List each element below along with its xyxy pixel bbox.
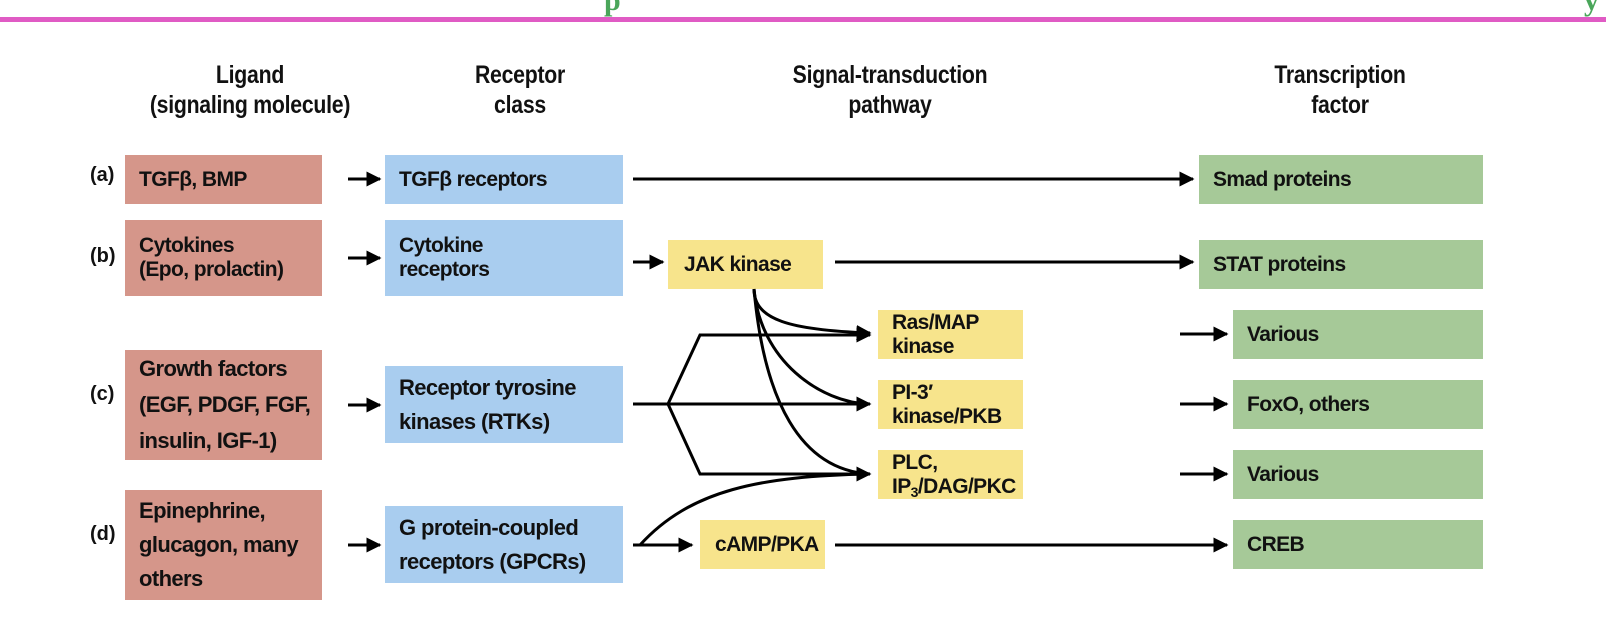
tf-text: FoxO, others (1247, 392, 1370, 416)
ligand-text: others (139, 566, 203, 591)
top-rule (0, 17, 1606, 22)
tf-text: STAT proteins (1213, 252, 1346, 276)
header-transcription-factor: Transcription factor (1247, 60, 1434, 120)
receptor-text: G protein-coupled (399, 514, 579, 540)
row-label-b: (b) (90, 245, 116, 267)
receptor-box-b: Cytokine receptors (385, 220, 623, 296)
ligand-box-c: Growth factors (EGF, PDGF, FGF, insulin,… (125, 350, 322, 460)
receptor-text: Receptor tyrosine (399, 374, 576, 400)
pathway-box-pi3k-pkb: PI-3′ kinase/PKB (878, 380, 1023, 429)
pathway-text: PI-3′ kinase/PKB (892, 380, 1002, 428)
header-line: Signal-transduction (792, 61, 988, 89)
ligand-box-a: TGFβ, BMP (125, 155, 322, 204)
receptor-text: receptors (399, 258, 490, 281)
ligand-text: TGFβ, BMP (139, 167, 247, 191)
pathway-text-part: /DAG/PKC (917, 474, 1016, 498)
header-line: Transcription (1274, 61, 1406, 89)
header-ligand: Ligand (signaling molecule) (140, 60, 361, 120)
header-pathway: Signal-transduction pathway (754, 60, 1026, 120)
ligand-box-d: Epinephrine, glucagon, many others (125, 490, 322, 600)
tf-box-smad: Smad proteins (1199, 155, 1483, 204)
header-receptor: Receptor class (435, 60, 605, 120)
ligand-text: (EGF, PDGF, FGF, (139, 392, 311, 417)
row-label-a: (a) (90, 164, 115, 186)
ligand-text: (Epo, prolactin) (139, 258, 284, 281)
receptor-box-d: G protein-coupled receptors (GPCRs) (385, 506, 623, 583)
pathway-text: Ras/MAP kinase (892, 310, 979, 358)
curve-jak-plc (752, 288, 871, 476)
tf-box-plc-various: Various (1233, 450, 1483, 499)
header-line: (signaling molecule) (149, 91, 351, 119)
tf-box-ras-various: Various (1233, 310, 1483, 359)
ligand-text: Growth factors (139, 356, 288, 381)
receptor-text: Cytokine (399, 234, 483, 257)
pathway-subscript: 3 (910, 483, 919, 500)
curve-jak-ras (752, 288, 872, 340)
tf-box-stat: STAT proteins (1199, 240, 1483, 289)
tf-text: Smad proteins (1213, 167, 1352, 191)
ligand-box-b: Cytokines (Epo, prolactin) (125, 220, 322, 296)
tf-box-creb: CREB (1233, 520, 1483, 569)
pathway-text: JAK kinase (684, 252, 792, 276)
tf-box-foxo: FoxO, others (1233, 380, 1483, 429)
pathway-text: PLC, IP3/DAG/PKC (892, 451, 1023, 499)
pathway-text: cAMP/PKA (715, 532, 819, 556)
header-line: Receptor (474, 61, 566, 89)
tf-text: CREB (1247, 532, 1305, 556)
row-label-d: (d) (90, 523, 116, 545)
tf-text: Various (1247, 322, 1319, 346)
pathway-box-plc: PLC, IP3/DAG/PKC (878, 450, 1023, 499)
ligand-text: glucagon, many (139, 532, 299, 557)
ligand-text: Epinephrine, (139, 498, 266, 523)
receptor-box-a: TGFβ receptors (385, 155, 623, 204)
receptor-text: receptors (GPCRs) (399, 548, 586, 574)
pathway-box-jak: JAK kinase (668, 240, 823, 289)
row-label-c: (c) (90, 383, 115, 405)
curve-jak-pi3k (752, 288, 871, 406)
ligand-text: Cytokines (139, 234, 235, 257)
header-line: class (494, 91, 546, 119)
pathway-box-camp-pka: cAMP/PKA (700, 520, 825, 569)
pathway-box-ras-map: Ras/MAP kinase (878, 310, 1023, 359)
line-rtk-ras (666, 327, 872, 405)
header-line: Ligand (215, 61, 285, 89)
receptor-text: kinases (RTKs) (399, 408, 550, 434)
pathway-text-part: PLC, IP (892, 450, 938, 498)
receptor-text: TGFβ receptors (399, 167, 548, 191)
clipped-title-glyph: y (1584, 0, 1599, 17)
tf-text: Various (1247, 462, 1319, 486)
receptor-box-c: Receptor tyrosine kinases (RTKs) (385, 366, 623, 443)
ligand-text: insulin, IGF-1) (139, 428, 277, 453)
line-rtk-plc (666, 403, 872, 482)
header-line: pathway (848, 91, 932, 119)
curve-gpcr-plc (638, 472, 871, 547)
header-line: factor (1311, 91, 1369, 119)
clipped-title-glyph: p (604, 0, 621, 17)
